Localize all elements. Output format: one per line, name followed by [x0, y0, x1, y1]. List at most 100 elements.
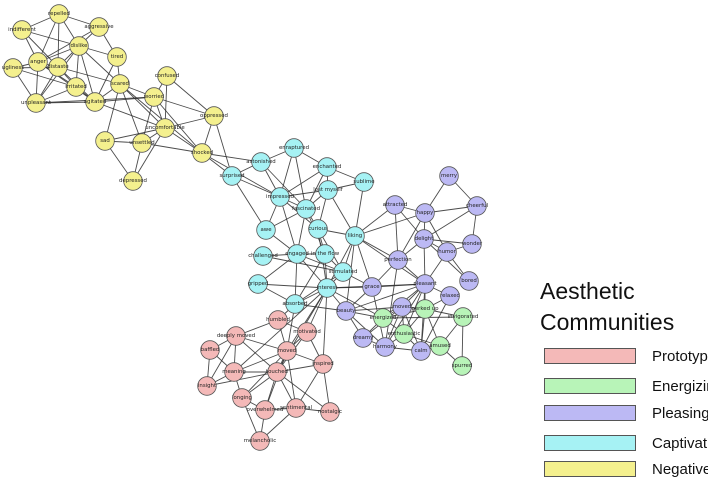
node-circle	[353, 328, 373, 348]
node-circle	[95, 131, 115, 151]
node-label: dreamy	[353, 335, 374, 341]
edge-astonished-fascinated	[260, 161, 307, 210]
node-circle	[415, 203, 435, 223]
node-circle	[192, 143, 212, 163]
node-circle	[467, 196, 487, 216]
node-label: oppressed	[200, 113, 228, 119]
node-circle	[362, 277, 382, 297]
node-circle	[333, 262, 353, 282]
node-gripped: gripped	[248, 274, 269, 294]
node-scared: scared	[110, 74, 130, 94]
node-harmony: harmony	[373, 337, 398, 357]
node-label: sad	[100, 138, 110, 144]
node-label: enraptured	[279, 145, 309, 151]
node-circle	[415, 299, 435, 319]
node-circle	[110, 74, 130, 94]
node-circle	[308, 219, 328, 239]
node-circle	[392, 297, 412, 317]
node-label: interest	[317, 285, 338, 291]
node-fascinated: fascinated	[292, 199, 320, 219]
node-circle	[253, 246, 273, 266]
node-circle	[251, 152, 271, 172]
edge-dislike-agitated	[78, 45, 96, 103]
legend-swatch-negative	[544, 461, 636, 477]
node-circle	[373, 308, 393, 328]
node-enraptured: enraptured	[279, 138, 309, 158]
node-label: agitated	[84, 99, 107, 105]
node-label: moved	[393, 304, 411, 310]
node-wonder: wonder	[462, 234, 483, 254]
node-label: harmony	[373, 344, 398, 350]
node-label: cheerful	[466, 203, 488, 209]
node-circle	[336, 301, 356, 321]
edge-interest-inspired	[322, 287, 328, 365]
node-circle	[388, 250, 408, 270]
node-energized: energized	[370, 308, 397, 328]
edge-uncomfortable-depressed	[132, 127, 166, 182]
node-happy: happy	[415, 203, 435, 223]
legend-item-negative: Negative	[544, 459, 708, 479]
node-label: motivated	[293, 329, 321, 335]
node-circle	[123, 171, 143, 191]
edge-insight-touched	[206, 371, 278, 387]
edge-enraptured-fascinated	[293, 147, 307, 210]
edge-scared-shocked	[119, 83, 203, 154]
node-circle	[26, 93, 46, 113]
node-curious: curious	[308, 219, 328, 239]
node-label: uncomfortable	[145, 125, 185, 131]
node-circle	[270, 187, 290, 207]
node-circle	[318, 180, 338, 200]
node-label: delight	[415, 236, 434, 242]
node-label: nostalgic	[318, 409, 342, 415]
node-moved: moved	[277, 341, 297, 361]
edge-in_the_flow-absorbed	[294, 253, 326, 305]
node-label: curious	[308, 226, 328, 232]
node-absorbed: absorbed	[282, 294, 308, 314]
node-label: awe	[260, 227, 272, 233]
node-circle	[232, 388, 252, 408]
edge-relaxed-calm	[420, 295, 451, 352]
node-label: overwhelmed	[247, 407, 284, 413]
node-circle	[204, 106, 224, 126]
node-circle	[48, 57, 68, 77]
edge-shocked-astonished	[201, 152, 262, 163]
node-circle	[430, 336, 450, 356]
node-irritated: irritated	[65, 77, 87, 97]
node-label: deeply moved	[217, 333, 255, 339]
node-label: energized	[370, 315, 397, 321]
node-label: ugliness	[2, 65, 24, 71]
node-circle	[385, 195, 405, 215]
node-insight: insight	[197, 376, 217, 396]
node-label: pleasant	[413, 281, 436, 287]
node-label: gripped	[248, 281, 269, 287]
node-circle	[12, 20, 32, 40]
node-relaxed: relaxed	[440, 286, 460, 306]
node-perked-up: perked up	[411, 299, 439, 319]
node-circle	[277, 341, 297, 361]
node-label: in the flow	[311, 251, 340, 257]
node-label: worried	[144, 94, 164, 100]
node-circle	[285, 294, 305, 314]
node-circle	[317, 157, 337, 177]
node-circle	[437, 242, 457, 262]
node-worried: worried	[144, 87, 164, 107]
legend-item-captivation: Captivation	[544, 433, 708, 453]
edge-challenged-stimulated	[262, 255, 344, 273]
node-awe: awe	[256, 220, 276, 240]
node-sublime: sublime	[353, 172, 375, 192]
node-humor: humor	[437, 242, 457, 262]
edge-aggressive-anger	[37, 26, 100, 63]
node-circle	[394, 324, 414, 344]
node-circle	[284, 138, 304, 158]
legend-title-line2: Communities	[540, 309, 675, 335]
node-circle	[453, 307, 473, 327]
edge-uncomfortable-sad	[104, 127, 166, 142]
node-circle	[197, 376, 217, 396]
node-circle	[255, 400, 275, 420]
edge-impressed-engaged	[279, 196, 298, 255]
node-label: surprised	[219, 173, 244, 179]
edge-touched-nostalgic	[276, 371, 331, 413]
node-label: distaste	[47, 64, 69, 70]
node-motivated: motivated	[293, 322, 321, 342]
